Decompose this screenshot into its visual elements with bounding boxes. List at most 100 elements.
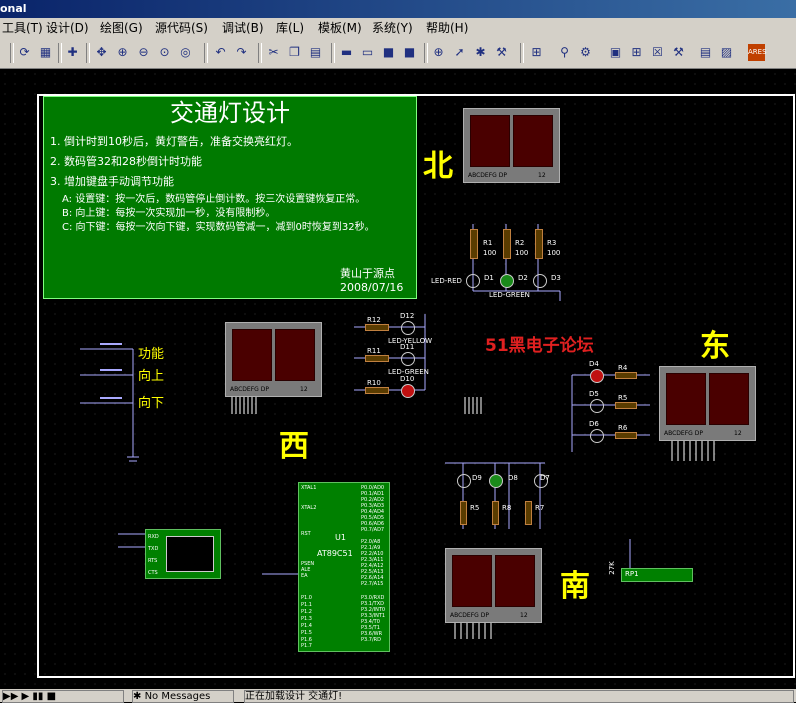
mcu-pin: P3.3/INT1	[361, 613, 386, 619]
led-d4[interactable]	[590, 369, 604, 383]
pick-device-icon[interactable]: ⊕	[433, 45, 444, 59]
resistor-r2[interactable]	[503, 229, 511, 259]
display-pin-label: ABCDEFG DP	[664, 430, 703, 437]
display-digit	[452, 555, 492, 607]
led-label-yellow: LED-YELLOW	[388, 337, 433, 345]
mcu-pin: XTAL2	[301, 505, 317, 511]
pan-icon[interactable]: ✥	[96, 45, 107, 59]
led-d11[interactable]	[401, 352, 415, 366]
menu-library[interactable]: 库(L)	[276, 21, 305, 35]
led-label-green: LED-GREEN	[388, 368, 429, 376]
search-icon[interactable]: ⚲	[560, 45, 569, 59]
display-east[interactable]: ABCDEFG DP 12	[659, 366, 756, 441]
menu-source[interactable]: 源代码(S)	[155, 21, 208, 35]
decompose-icon[interactable]: ⚒	[496, 45, 507, 59]
led-d5[interactable]	[590, 399, 604, 413]
mcu-pin: P1.2	[301, 609, 312, 615]
led-d9[interactable]	[457, 474, 471, 488]
resistor-r10[interactable]	[365, 387, 389, 394]
menu-bar: 工具(T) 设计(D) 绘图(G) 源代码(S) 调试(B) 库(L) 模板(M…	[0, 18, 796, 38]
remove-sheet-icon[interactable]: ☒	[652, 45, 663, 59]
packaging-icon[interactable]: ✱	[475, 45, 486, 59]
resistor-label: R5	[618, 394, 628, 402]
display-north[interactable]: ABCDEFG DP 12	[463, 108, 560, 183]
led-d7[interactable]	[534, 474, 548, 488]
ares-icon[interactable]: ARES	[748, 44, 767, 61]
display-pin-label: 12	[300, 386, 308, 393]
origin-icon[interactable]: ✚	[67, 45, 78, 59]
step-play-icon[interactable]: ▶▶ ▶ ▮▮ ■	[3, 691, 57, 702]
led-d1[interactable]	[466, 274, 480, 288]
refresh-icon[interactable]: ⟳	[19, 45, 30, 59]
toolbar-separator	[10, 43, 14, 63]
toolbar-separator	[331, 43, 335, 63]
schematic-canvas[interactable]: 交通灯设计 1. 倒计时到10秒后，黄灯警告，准备交换亮红灯。 2. 数码管32…	[0, 69, 796, 689]
mcu-pin: P2.5/A13	[361, 569, 384, 575]
display-west[interactable]: ABCDEFG DP 12	[225, 322, 322, 397]
mcu-pin: P3.6/WR	[361, 631, 383, 637]
resistor-r6[interactable]	[615, 432, 637, 439]
resistor-r8[interactable]	[492, 501, 499, 525]
resistor-r5[interactable]	[615, 402, 637, 409]
add-sheet-icon[interactable]: ⊞	[631, 45, 642, 59]
led-d2[interactable]	[500, 274, 514, 288]
cut-icon[interactable]: ✂	[268, 45, 279, 59]
led-d10[interactable]	[401, 384, 415, 398]
key-label-down: 向下	[138, 396, 165, 411]
block-delete-icon[interactable]: ■	[403, 45, 416, 59]
led-d6[interactable]	[590, 429, 604, 443]
electrical-check-icon[interactable]: ▨	[720, 45, 733, 59]
menu-help[interactable]: 帮助(H)	[426, 21, 469, 35]
copy-icon[interactable]: ❐	[289, 45, 300, 59]
menu-debug[interactable]: 调试(B)	[222, 21, 264, 35]
zoom-out-icon[interactable]: ⊖	[138, 45, 149, 59]
function-key-switch[interactable]	[100, 343, 122, 351]
block-move-icon[interactable]: ▭	[361, 45, 374, 59]
block-rotate-icon[interactable]: ■	[382, 45, 395, 59]
led-d12[interactable]	[401, 321, 415, 335]
led-d3[interactable]	[533, 274, 547, 288]
virtual-terminal[interactable]: RXD TXD RTS CTS	[145, 529, 221, 579]
resistor-r3[interactable]	[535, 229, 543, 259]
resistor-r11[interactable]	[365, 355, 389, 362]
resistor-r4[interactable]	[615, 372, 637, 379]
menu-design[interactable]: 设计(D)	[46, 21, 89, 35]
zoom-in-icon[interactable]: ⊕	[117, 45, 128, 59]
new-sheet-icon[interactable]: ▣	[609, 45, 622, 59]
zoom-area-icon[interactable]: ◎	[180, 45, 191, 59]
resistor-r1[interactable]	[470, 229, 478, 259]
wire-autorouter-icon[interactable]: ⊞	[531, 45, 542, 59]
menu-template[interactable]: 模板(M)	[318, 21, 362, 35]
resistor-r7[interactable]	[525, 501, 532, 525]
mcu-pin: P3.5/T1	[361, 625, 380, 631]
mcu-pin: XTAL1	[301, 485, 317, 491]
resistor-r5[interactable]	[460, 501, 467, 525]
mcu-at89c51[interactable]: U1 AT89C51 XTAL1 XTAL2 RST PSEN ALE EA P…	[298, 482, 390, 652]
led-d8[interactable]	[489, 474, 503, 488]
bill-of-materials-icon[interactable]: ▤	[699, 45, 712, 59]
menu-system[interactable]: 系统(Y)	[372, 21, 413, 35]
simulation-controls[interactable]: ▶▶ ▶ ▮▮ ■	[2, 690, 124, 703]
block-copy-icon[interactable]: ▬	[340, 45, 353, 59]
menu-tools[interactable]: 工具(T)	[2, 21, 43, 35]
goto-child-icon[interactable]: ⚒	[673, 45, 684, 59]
resistor-pack-rp1[interactable]: RP1	[621, 568, 693, 582]
zoom-all-icon[interactable]: ⊙	[159, 45, 170, 59]
down-key-switch[interactable]	[100, 397, 122, 405]
up-key-switch[interactable]	[100, 369, 122, 377]
diode-label: D10	[400, 375, 415, 383]
menu-graph[interactable]: 绘图(G)	[100, 21, 143, 35]
make-device-icon[interactable]: ➚	[454, 45, 465, 59]
diode-label: D12	[400, 312, 415, 320]
diode-label: D6	[589, 420, 599, 428]
message-box[interactable]: ✱ No Messages	[132, 690, 234, 703]
undo-icon[interactable]: ↶	[215, 45, 226, 59]
display-south[interactable]: ABCDEFG DP 12	[445, 548, 542, 623]
grid-icon[interactable]: ▦	[39, 45, 52, 59]
led-label-red: LED-RED	[431, 277, 462, 285]
redo-icon[interactable]: ↷	[236, 45, 247, 59]
paste-icon[interactable]: ▤	[309, 45, 322, 59]
resistor-r12[interactable]	[365, 324, 389, 331]
property-tool-icon[interactable]: ⚙	[580, 45, 591, 59]
mcu-pin: P0.1/AD1	[361, 491, 385, 497]
